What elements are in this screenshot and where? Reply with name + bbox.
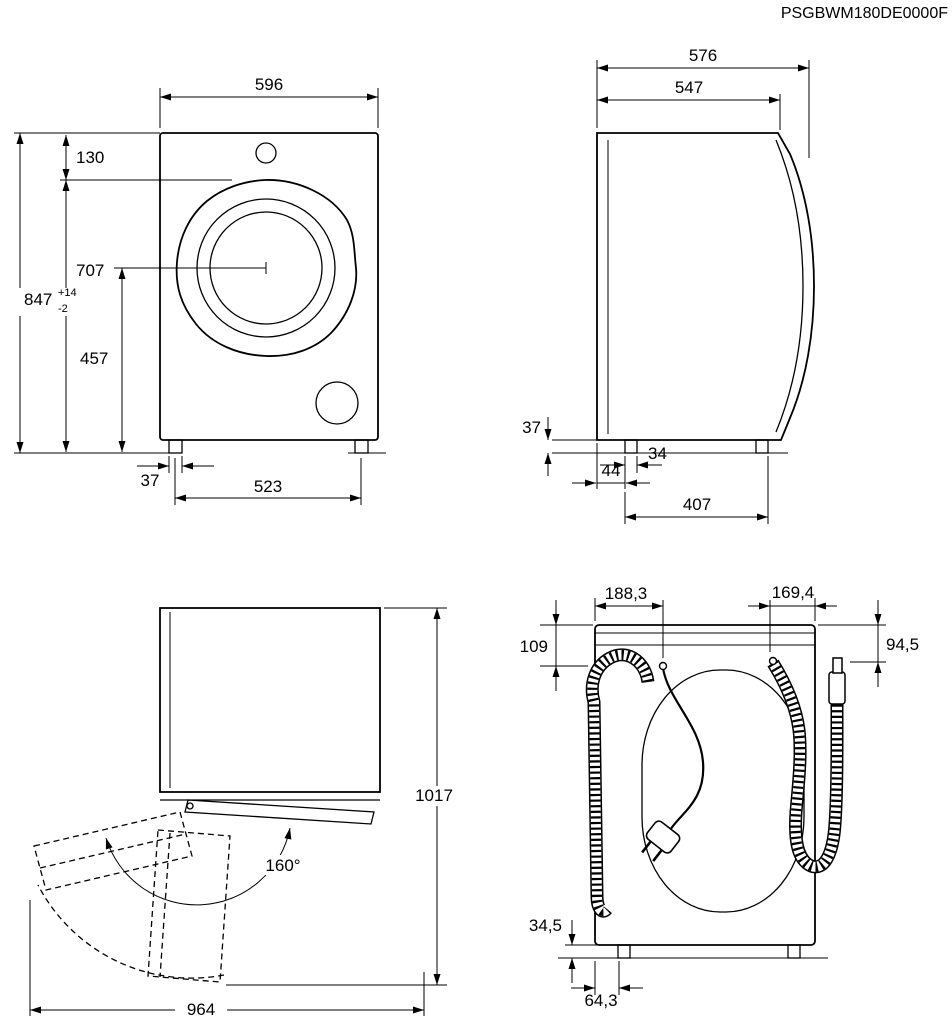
dim-label-109: 109 <box>520 637 548 656</box>
dim-label-44: 44 <box>602 461 621 480</box>
dim-label-side-37: 37 <box>522 418 541 437</box>
open-door-view: 160° 1017 964 <box>29 607 460 1020</box>
dim-label-847: 847 <box>24 290 52 309</box>
dim-label-576: 576 <box>689 46 717 65</box>
cord-anchor-point <box>658 661 668 671</box>
front-top-knob <box>255 142 277 164</box>
dim-rear-64: 64,3 <box>571 961 643 1010</box>
dim-front-130: 130 <box>60 135 232 181</box>
dim-label-847-tol-plus: +14 <box>58 287 77 299</box>
inlet-hose <box>767 656 846 874</box>
dim-rear-169: 169,4 <box>748 583 837 652</box>
inlet-hose-fitting-nut <box>832 657 843 674</box>
dim-label-407: 407 <box>683 495 711 514</box>
dim-label-169: 169,4 <box>772 583 815 602</box>
side-right-foot <box>755 439 769 454</box>
front-filter-door <box>315 381 359 425</box>
dim-rear-34: 34,5 <box>529 916 618 983</box>
dim-label-457: 457 <box>80 349 108 368</box>
dim-label-596: 596 <box>255 75 283 94</box>
side-cabinet-outline <box>596 132 815 441</box>
angle-160: 160° <box>105 827 310 906</box>
dim-label-front-37: 37 <box>141 471 160 490</box>
dim-side-span-407: 407 <box>624 456 769 524</box>
dim-label-523: 523 <box>254 477 282 496</box>
dim-label-64-3: 64,3 <box>584 991 617 1010</box>
dim-side-foot-height-37: 37 <box>522 417 598 476</box>
dim-side-foot-34: 34 <box>600 444 667 473</box>
dim-open-964: 964 <box>29 900 425 1020</box>
dim-front-847: 847 +14 -2 <box>14 132 170 454</box>
part-number: PSGBWM180DE0000F <box>781 5 948 22</box>
dim-side-44: 44 <box>572 443 650 489</box>
dim-open-1017: 1017 <box>226 607 460 986</box>
rear-left-foot <box>617 944 631 959</box>
dim-label-34-5: 34,5 <box>529 916 562 935</box>
power-cord <box>641 661 705 862</box>
dim-label-1017: 1017 <box>415 786 453 805</box>
side-view: 576 547 37 34 44 <box>522 46 815 524</box>
dim-label-130: 130 <box>76 148 104 167</box>
front-left-foot <box>168 439 183 454</box>
dim-side-547: 547 <box>597 78 781 130</box>
rear-view: 188,3 169,4 109 94,5 <box>520 583 919 1010</box>
dim-label-188: 188,3 <box>605 584 648 603</box>
front-view: 596 130 707 847 +14 -2 457 <box>14 75 386 505</box>
door-mid-dashed-inner <box>159 832 171 978</box>
dim-label-94: 94,5 <box>886 635 919 654</box>
dim-front-457: 457 <box>80 262 267 452</box>
inlet-anchor-point <box>768 656 778 666</box>
side-door-edge <box>775 139 804 433</box>
dim-label-34: 34 <box>648 444 667 463</box>
door-ajar-solid <box>184 799 375 825</box>
open-cabinet-outline <box>159 607 381 793</box>
dim-rear-109: 109 <box>520 600 593 691</box>
rear-right-foot <box>787 944 801 959</box>
dim-label-160deg: 160° <box>265 856 300 875</box>
dim-front-foot-37: 37 <box>137 456 214 490</box>
dim-side-576: 576 <box>596 46 810 158</box>
dim-rear-188: 188,3 <box>594 584 664 658</box>
door-hinge-point <box>186 802 194 810</box>
inlet-hose-fitting <box>828 671 846 705</box>
power-plug <box>641 820 681 862</box>
dim-front-span-523: 523 <box>174 458 362 505</box>
door-mid-dashed <box>147 829 231 983</box>
front-right-foot <box>354 439 369 454</box>
drain-hose <box>585 648 655 918</box>
dim-label-547: 547 <box>675 78 703 97</box>
dim-rear-94: 94,5 <box>818 600 919 687</box>
door-open-dashed <box>33 811 193 891</box>
dim-label-847-tol-minus: -2 <box>58 303 68 315</box>
dim-label-707: 707 <box>76 261 104 280</box>
dim-label-964: 964 <box>187 1000 215 1019</box>
door-sweep-dashed-arc <box>37 884 225 979</box>
dim-front-width-596: 596 <box>159 75 379 128</box>
side-left-foot <box>624 439 638 454</box>
